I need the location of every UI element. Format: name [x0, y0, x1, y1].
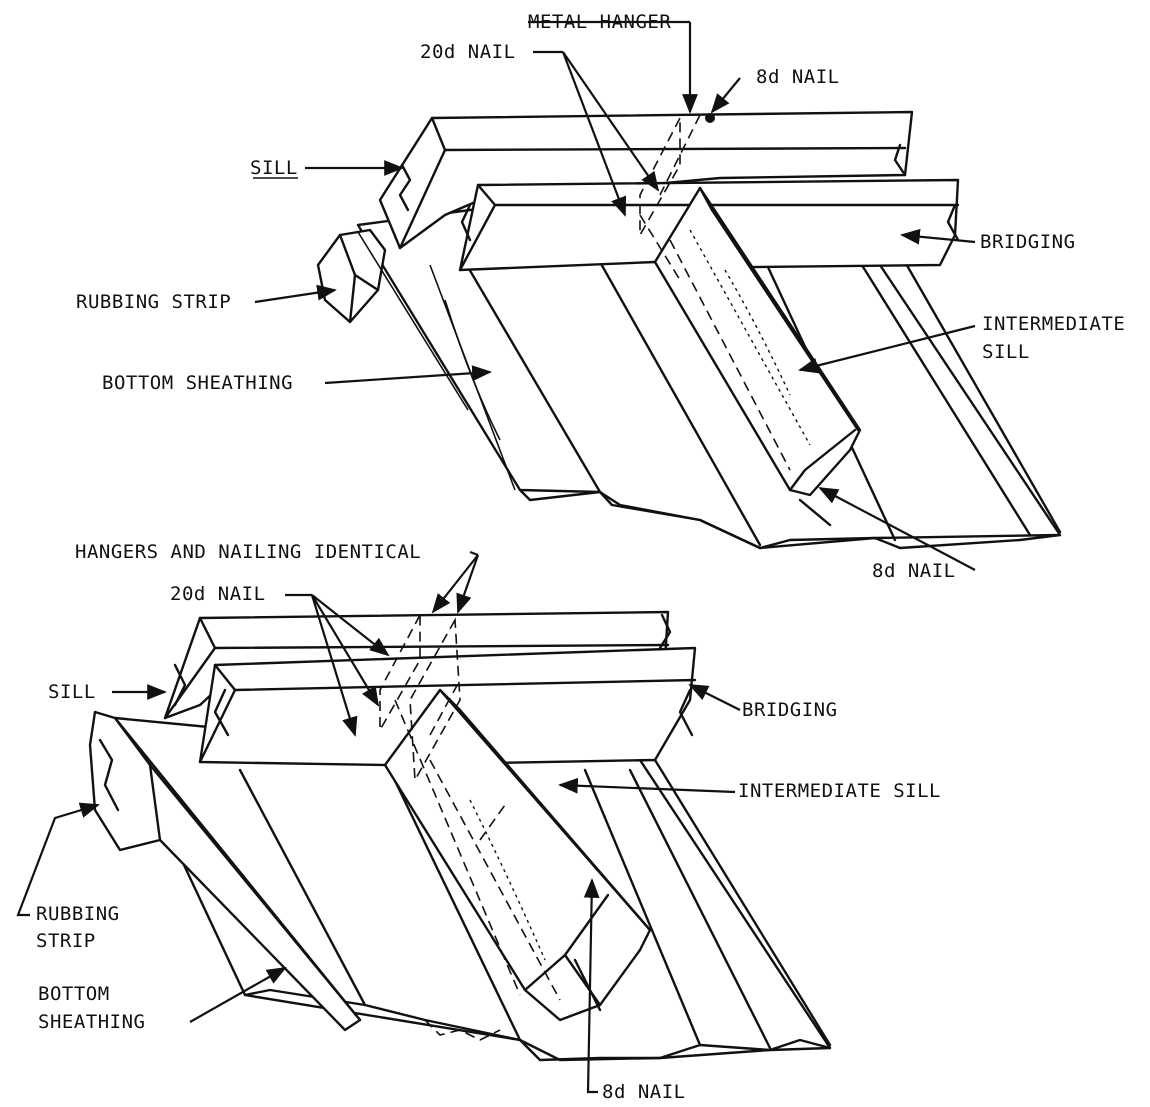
top-20d-nail-label: 20d NAIL [420, 41, 516, 63]
top-leaders [254, 20, 976, 571]
bottom-hanger-shape [379, 614, 461, 783]
top-assembly: METAL HANGER 20d NAIL 8d NAIL SILL BRIDG… [76, 11, 1125, 582]
bottom-rubbing-strip-shape [88, 710, 362, 1032]
top-intermediate-sill-shape [639, 186, 862, 527]
top-metal-hanger-label: METAL HANGER [528, 11, 671, 33]
bottom-bottom-sheathing-label-2: SHEATHING [38, 1011, 145, 1033]
bottom-bridging-label: BRIDGING [742, 699, 838, 721]
bottom-leaders [16, 550, 741, 1094]
top-8d-nail-label: 8d NAIL [756, 66, 840, 88]
bottom-hangers-note-label: HANGERS AND NAILING IDENTICAL [75, 541, 421, 563]
top-bottom-sheathing-label: BOTTOM SHEATHING [102, 372, 293, 394]
top-rubbing-strip-label: RUBBING STRIP [76, 291, 231, 313]
top-bridging-label: BRIDGING [980, 231, 1076, 253]
bottom-20d-nail-label: 20d NAIL [170, 583, 266, 605]
bottom-rubbing-strip-label-1: RUBBING [36, 903, 120, 925]
bottom-sill-label: SILL [48, 681, 96, 703]
bottom-8d-nail-label: 8d NAIL [602, 1081, 686, 1103]
bottom-intermediate-sill-shape [383, 679, 652, 1022]
bottom-assembly: HANGERS AND NAILING IDENTICAL 20d NAIL S… [16, 541, 941, 1103]
top-sill-label: SILL [250, 157, 298, 179]
top-intermediate-sill-label-1: INTERMEDIATE [982, 313, 1125, 335]
top-intermediate-sill-label-2: SILL [982, 341, 1030, 363]
bottom-bottom-sheathing-label-1: BOTTOM [38, 983, 110, 1005]
bottom-rubbing-strip-label-2: STRIP [36, 930, 96, 952]
top-8d-nail-bottom-label: 8d NAIL [872, 560, 956, 582]
bottom-intermediate-sill-label: INTERMEDIATE SILL [738, 780, 941, 802]
top-metal-hanger-shape [639, 113, 715, 239]
